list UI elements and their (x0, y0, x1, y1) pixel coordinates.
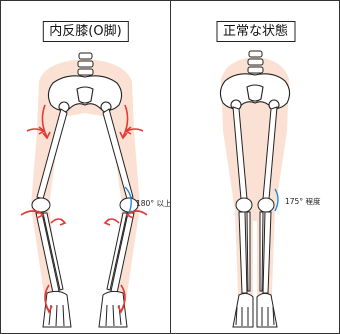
normal-legs-panel: 正常な状態 175° 程度 (171, 1, 340, 333)
panel-title: 内反膝(O脚) (42, 21, 128, 42)
normal-legs-illustration (171, 1, 340, 333)
spine (78, 53, 93, 75)
panel-title: 正常な状態 (216, 21, 295, 42)
feet (43, 291, 127, 327)
tibias (239, 212, 271, 293)
bow-legs-panel: 内反膝(O脚) 180° 以上 (1, 1, 170, 333)
feet (233, 293, 277, 327)
angle-label: 175° 程度 (285, 196, 320, 207)
bow-legs-illustration (1, 1, 170, 333)
spine (248, 51, 263, 73)
angle-label: 180° 以上 (136, 198, 171, 209)
